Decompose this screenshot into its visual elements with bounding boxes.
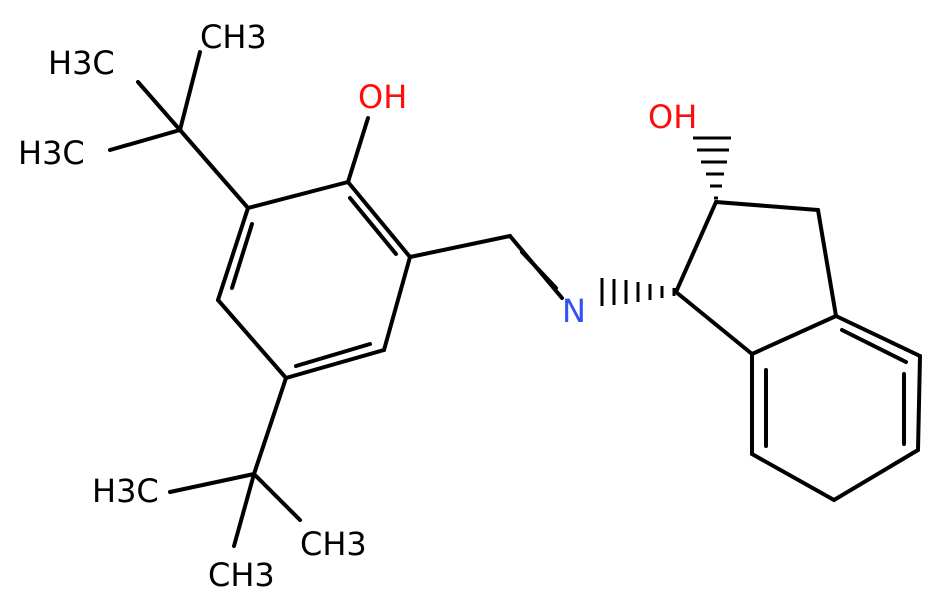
h3c-label: H3C [18, 134, 85, 172]
wedge-oh [693, 136, 731, 200]
stereo-wedges [600, 136, 731, 306]
atom-labels: CH3 H3C H3C OH OH N H3C CH3 CH3 [18, 18, 697, 594]
indane-bond [714, 200, 820, 212]
benzo-bond [750, 452, 836, 502]
ring-bond [216, 206, 250, 302]
ring-double-bond [348, 196, 398, 256]
indane-bond [674, 290, 754, 356]
h3c-label: H3C [48, 44, 115, 82]
ring-double-bond [294, 342, 372, 368]
tbutyl-bond [232, 472, 256, 548]
bonds [108, 50, 922, 548]
tbutyl-bond [108, 128, 182, 152]
wedge-n [600, 278, 676, 306]
ring-bond [346, 180, 412, 259]
ring-bond [284, 348, 386, 380]
ch3-label: CH3 [208, 556, 275, 594]
imine-bond [408, 234, 512, 259]
benzo-bond [834, 314, 922, 358]
ch3-label: CH3 [300, 525, 367, 563]
h3c-label: H3C [92, 472, 159, 510]
tbutyl-bond [168, 472, 256, 494]
benzo-bond [832, 448, 920, 502]
benzo-bond [916, 354, 922, 452]
tbutyl-bond [178, 128, 250, 210]
indane-bond [674, 200, 718, 294]
ring-bond [382, 255, 412, 352]
ch3-label: CH3 [200, 18, 267, 56]
tbutyl-bond [178, 50, 202, 132]
indanol-oh-label: OH [648, 98, 697, 136]
imine-double-bond [520, 250, 558, 290]
tbutyl-bond [252, 472, 302, 522]
oh-bond [346, 116, 370, 184]
imine-n-label: N [562, 292, 586, 330]
benzo-double-bond [840, 328, 908, 364]
ring-bond [216, 298, 288, 380]
indane-bond [816, 208, 838, 318]
phenol-oh-label: OH [358, 78, 407, 116]
tbutyl-bond [136, 80, 182, 132]
ring-double-bond [230, 222, 254, 290]
tbutyl-bond [252, 376, 288, 476]
ring-bond [246, 180, 350, 210]
indane-bond [750, 314, 838, 356]
